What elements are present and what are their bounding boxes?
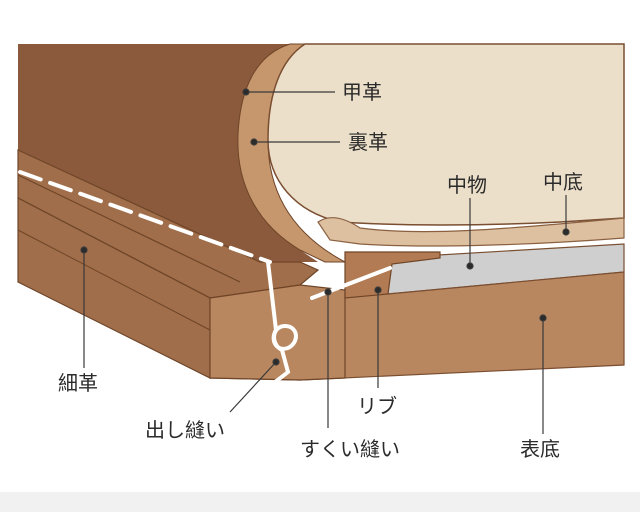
- outseam-stitch-thread: [263, 260, 298, 392]
- leader-outseam: [229, 361, 277, 413]
- label-outsole: 表底: [520, 437, 560, 461]
- welt-dashed-stitch: [18, 170, 272, 264]
- label-lining-leather: 裏革: [348, 130, 388, 154]
- leaders: [80, 88, 570, 434]
- label-filler: 中物: [447, 173, 487, 197]
- dot-inseam: [324, 288, 332, 296]
- welt-layer-line-1: [17, 174, 241, 283]
- dot-welt: [80, 246, 88, 254]
- label-upper-leather: 甲革: [342, 80, 382, 104]
- dot-outseam: [272, 358, 280, 366]
- dot-insole: [562, 228, 570, 236]
- label-welt: 細革: [58, 371, 98, 395]
- dot-lining-leather: [250, 138, 258, 146]
- dot-upper-leather: [242, 88, 250, 96]
- welt-front-divider: [17, 229, 211, 331]
- dot-filler: [466, 262, 474, 270]
- upper-inner-face: [267, 43, 625, 226]
- insole-band: [317, 217, 625, 247]
- label-insole: 中底: [543, 170, 583, 194]
- rib: [344, 251, 441, 299]
- dot-rib: [374, 286, 382, 294]
- outsole-front-face: [209, 284, 346, 381]
- label-outseam-stitch: 出し縫い: [145, 418, 225, 442]
- dot-outsole: [539, 314, 547, 322]
- label-inseam-stitch: すくい縫い: [300, 437, 400, 461]
- footer-strip: [0, 492, 640, 512]
- label-rib: リブ: [357, 394, 397, 418]
